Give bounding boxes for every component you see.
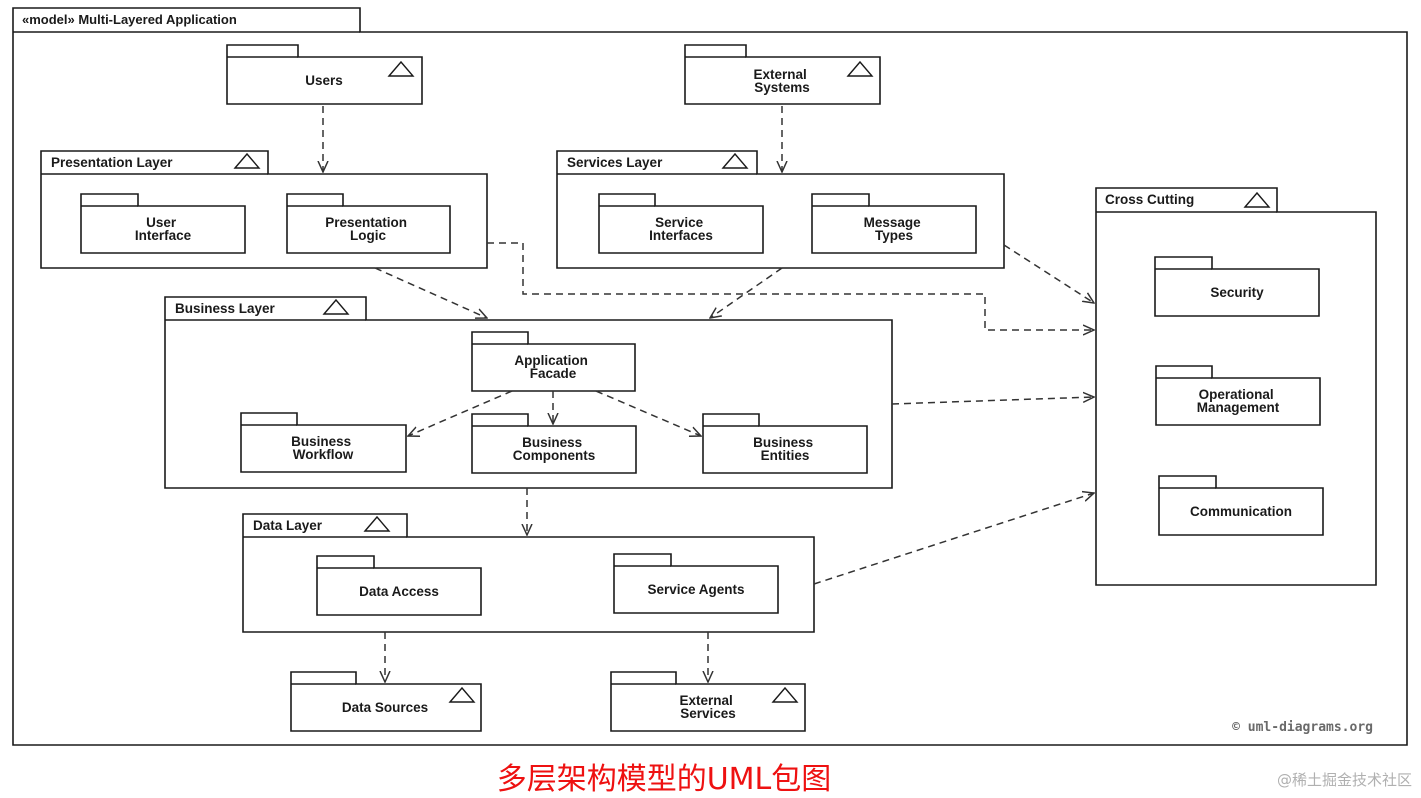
package-external-systems-label: External Systems	[753, 67, 810, 95]
package-security: Security	[1154, 256, 1320, 317]
package-service-agents: Service Agents	[613, 553, 779, 614]
package-cross-cutting: Cross Cutting Security Operational Manag…	[1095, 187, 1377, 586]
package-business-entities: Business Entities	[702, 413, 868, 474]
package-triangle-icon	[1243, 191, 1271, 208]
service-interfaces-label: Service Interfaces	[649, 215, 713, 243]
user-interface-label: User Interface	[135, 215, 192, 243]
communication-label: Communication	[1190, 504, 1292, 519]
dependency-presentation-to-cross-cutting	[487, 242, 1094, 330]
package-data-layer: Data Layer Data Access Service Agents	[242, 513, 815, 633]
package-users: Users	[226, 44, 423, 105]
dependency-services-to-business	[710, 267, 783, 318]
dependency-facade-to-workflow	[408, 390, 513, 436]
package-triangle-icon	[387, 60, 415, 77]
operational-management-label: Operational Management	[1197, 387, 1280, 415]
package-user-interface: User Interface	[80, 193, 246, 254]
package-operational-management: Operational Management	[1155, 365, 1321, 426]
package-message-types: Message Types	[811, 193, 977, 254]
caption-text: 多层架构模型的UML包图	[497, 762, 832, 797]
package-communication: Communication	[1158, 475, 1324, 536]
package-triangle-icon	[322, 298, 350, 315]
dependency-services-to-cross-cutting	[1003, 244, 1094, 303]
package-external-systems: External Systems	[684, 44, 881, 105]
business-workflow-label: Business Workflow	[291, 434, 355, 462]
package-application-facade: Application Facade	[471, 331, 636, 392]
package-triangle-icon	[721, 152, 749, 169]
package-triangle-icon	[233, 152, 261, 169]
package-data-access: Data Access	[316, 555, 482, 616]
package-services-layer: Services Layer Service Interfaces Messag…	[556, 150, 1005, 269]
watermark-text: @稀土掘金技术社区	[1277, 771, 1412, 789]
package-presentation-logic: Presentation Logic	[286, 193, 451, 254]
package-data-sources: Data Sources	[290, 671, 482, 732]
package-presentation-layer: Presentation Layer User Interface Presen…	[40, 150, 488, 269]
package-users-label: Users	[305, 73, 343, 88]
external-services-label: External Services	[679, 693, 736, 721]
dependency-arrows	[323, 106, 1094, 682]
package-triangle-icon	[448, 686, 476, 703]
cross-cutting-label: Cross Cutting	[1105, 192, 1194, 207]
presentation-layer-label: Presentation Layer	[51, 155, 173, 170]
data-sources-label: Data Sources	[342, 700, 428, 715]
dependency-data-layer-to-cross-cutting	[813, 493, 1094, 585]
business-components-label: Business Components	[513, 435, 596, 463]
package-triangle-icon	[771, 686, 799, 703]
package-business-layer: Business Layer Application Facade Busine…	[164, 296, 893, 489]
dependency-presentation-to-business	[374, 267, 487, 318]
data-access-label: Data Access	[359, 584, 439, 599]
message-types-label: Message Types	[864, 215, 925, 243]
presentation-logic-label: Presentation Logic	[325, 215, 411, 243]
model-frame-label: «model» Multi-Layered Application	[22, 12, 237, 27]
business-entities-label: Business Entities	[753, 435, 817, 463]
package-business-workflow: Business Workflow	[240, 412, 407, 473]
services-layer-label: Services Layer	[567, 155, 663, 170]
application-facade-label: Application Facade	[514, 353, 591, 381]
package-business-components: Business Components	[471, 413, 637, 474]
data-layer-label: Data Layer	[253, 518, 323, 533]
package-triangle-icon	[363, 515, 391, 532]
copyright-text: © uml-diagrams.org	[1232, 720, 1373, 735]
package-triangle-icon	[846, 60, 874, 77]
business-layer-label: Business Layer	[175, 301, 276, 316]
security-label: Security	[1210, 285, 1264, 300]
package-external-services: External Services	[610, 671, 806, 732]
service-agents-label: Service Agents	[647, 582, 744, 597]
package-service-interfaces: Service Interfaces	[598, 193, 764, 254]
dependency-business-to-cross-cutting	[891, 397, 1094, 405]
